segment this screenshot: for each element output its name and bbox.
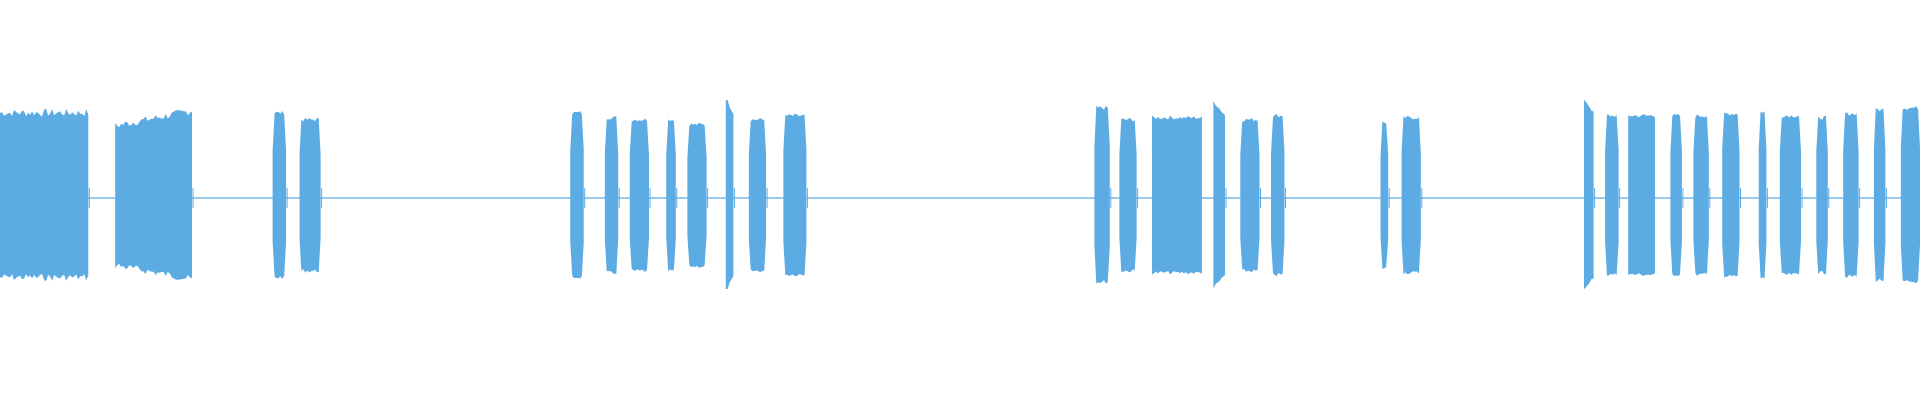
waveform-segment [115, 110, 192, 280]
waveform-segment [1584, 100, 1594, 290]
waveform-segment [666, 119, 676, 272]
waveform-segment [1758, 111, 1767, 279]
waveform-segment [1152, 115, 1202, 275]
waveform-segments [0, 100, 1920, 290]
waveform-segment [272, 111, 287, 279]
waveform-segment [1380, 121, 1389, 269]
waveform-segment [0, 108, 89, 281]
waveform-segment [1213, 100, 1225, 289]
waveform-segment [1693, 114, 1709, 276]
waveform-segment [1900, 106, 1920, 284]
waveform-segment [1843, 112, 1859, 278]
waveform-segment [604, 116, 619, 274]
waveform-segment [1779, 115, 1801, 275]
waveform-segment [725, 100, 734, 290]
waveform-segment [1240, 118, 1260, 273]
waveform-segment [1094, 105, 1110, 284]
waveform-segment [783, 113, 807, 277]
waveform-segment [1401, 115, 1421, 275]
waveform-segment [570, 111, 584, 279]
waveform-segment [1605, 114, 1619, 276]
waveform-segment [1670, 114, 1682, 277]
waveform-segment [1271, 114, 1285, 276]
waveform-segment [1119, 118, 1137, 273]
waveform-segment [748, 118, 767, 273]
waveform-segment [1628, 114, 1655, 276]
waveform-segment [1722, 112, 1740, 278]
waveform-segment [1873, 108, 1886, 282]
waveform-segment [687, 122, 707, 268]
waveform-segment [1816, 115, 1828, 275]
waveform-segment [629, 118, 649, 272]
waveform-segment [299, 117, 321, 273]
